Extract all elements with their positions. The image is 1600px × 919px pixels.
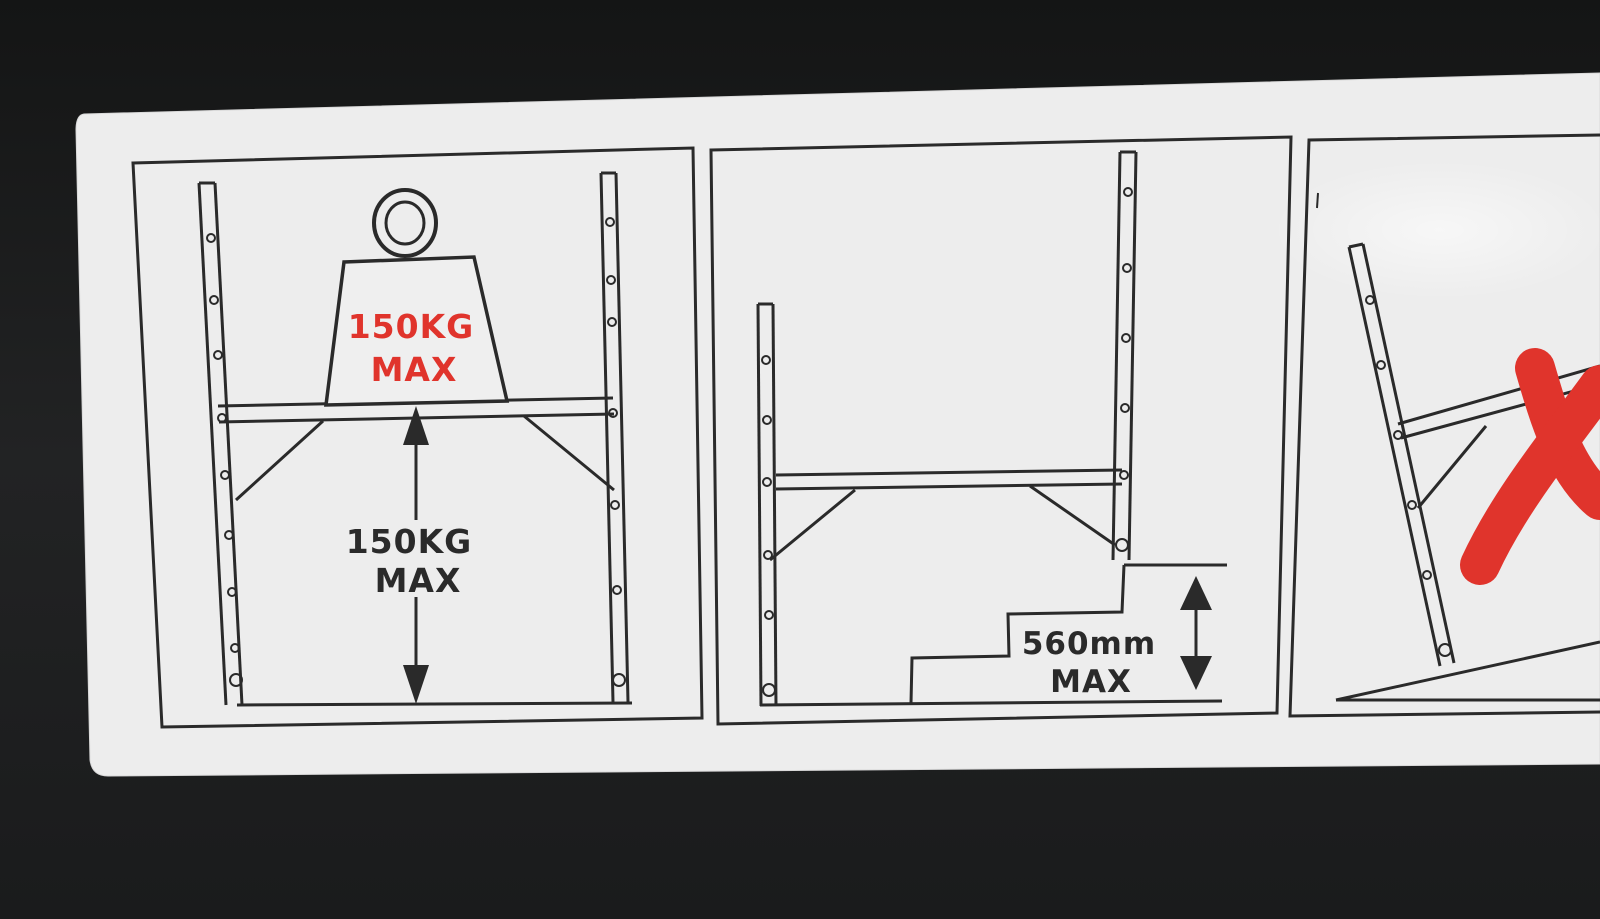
- ladder-upright-left: [756, 302, 778, 707]
- label-sticker: [75, 72, 1600, 777]
- load-height-arrow: [403, 406, 429, 704]
- panel-step-height: [709, 135, 1293, 726]
- sloped-ground: [1335, 640, 1600, 702]
- platform-board: [769, 468, 1123, 562]
- x-mark-icon: [1460, 348, 1600, 585]
- weight-icon: [324, 188, 510, 407]
- step-height-text-line1: 560mm: [1022, 626, 1156, 662]
- panel-load-limit: [131, 146, 704, 729]
- panel-no-slope: [1288, 133, 1600, 718]
- step-height-arrow: [1180, 576, 1212, 690]
- sticker-glare: [1270, 160, 1600, 300]
- step-height-text-line2: MAX: [1050, 664, 1132, 700]
- ladder-upright-left: [197, 181, 244, 706]
- weight-limit-text-line1: 150KG: [348, 307, 475, 346]
- panel-frame: [131, 146, 704, 729]
- platform-limit-text-line1: 150KG: [346, 522, 473, 561]
- stair-steps: [759, 563, 1227, 707]
- platform-limit-text-line2: MAX: [375, 561, 462, 600]
- panel-frame: [1288, 133, 1600, 718]
- platform-board: [1397, 364, 1600, 509]
- weight-limit-text-line2: MAX: [371, 350, 458, 389]
- panel-frame: [709, 135, 1293, 726]
- ground-line: [236, 701, 633, 707]
- ladder-upright-tilted: [1347, 242, 1456, 667]
- ladder-upright-right: [1111, 150, 1138, 561]
